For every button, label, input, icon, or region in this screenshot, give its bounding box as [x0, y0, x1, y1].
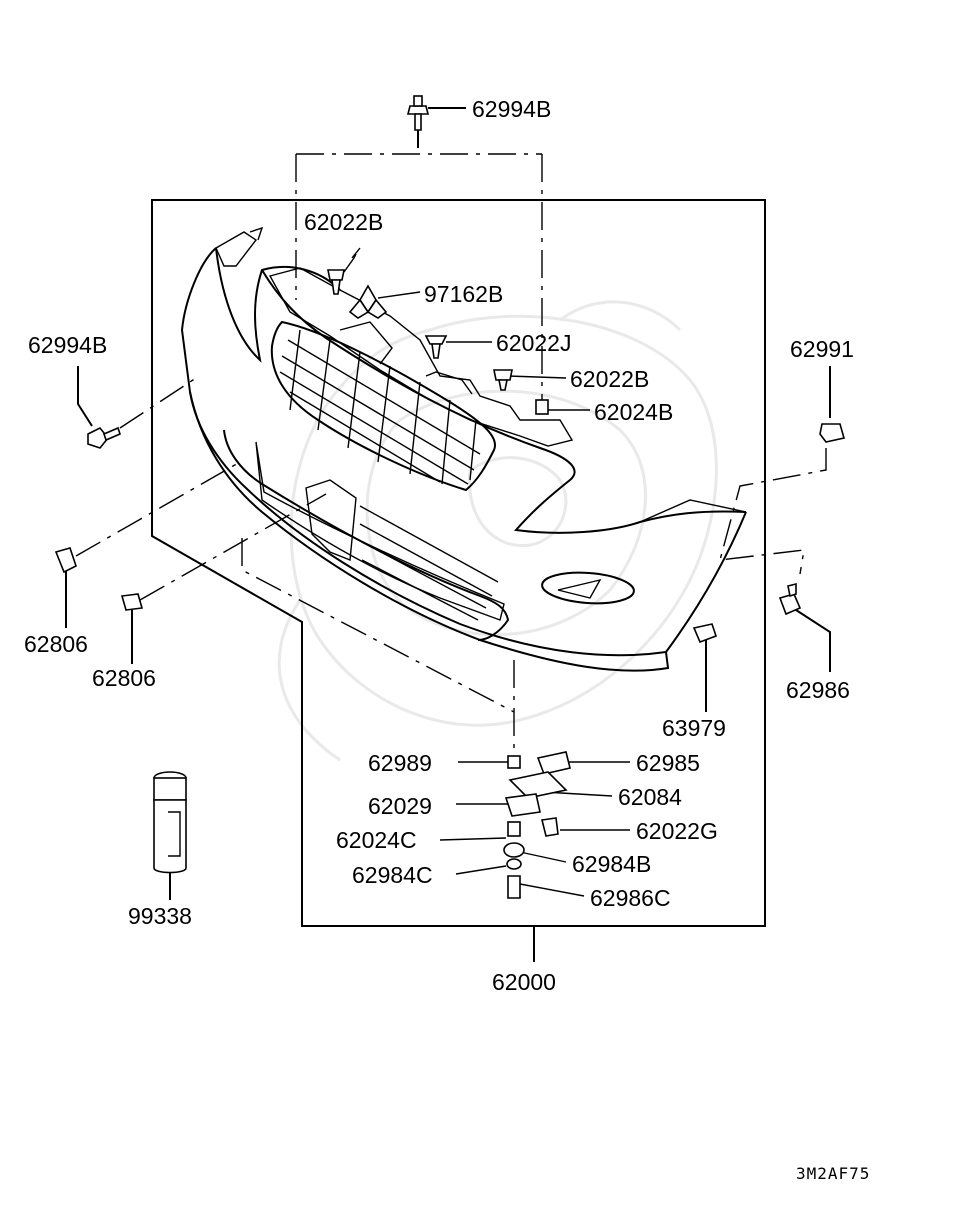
- label-63979: 63979: [662, 715, 726, 741]
- label-97162b: 97162B: [424, 281, 503, 307]
- screw-62986: [778, 582, 802, 616]
- label-62806-a: 62806: [24, 631, 88, 657]
- bumper-cover: [180, 226, 747, 672]
- clip-62022b-upper: [327, 269, 345, 295]
- label-62991: 62991: [790, 336, 854, 362]
- clip-62991: [819, 423, 846, 443]
- clip-62022j: [424, 335, 448, 359]
- retainer-62806-b: [120, 593, 144, 611]
- label-62024c: 62024C: [336, 827, 417, 853]
- drawing-code: 3M2AF75: [796, 1164, 870, 1183]
- label-62989: 62989: [368, 750, 432, 776]
- label-62984c: 62984C: [352, 862, 433, 888]
- label-62986: 62986: [786, 677, 850, 703]
- retainer-62806-a: [54, 547, 77, 574]
- grommet-63979: [692, 623, 718, 644]
- touchup-paint-bottle: [153, 771, 187, 900]
- label-62024b: 62024B: [594, 399, 673, 425]
- clip-62022b-right: [493, 369, 513, 391]
- label-62084: 62084: [618, 784, 682, 810]
- nut-62024b: [535, 399, 549, 415]
- lower-bracket-parts: [503, 751, 571, 899]
- label-62029: 62029: [368, 793, 432, 819]
- label-62985: 62985: [636, 750, 700, 776]
- bolt-62994b-left: [87, 426, 121, 449]
- mitsubishi-emblem: [348, 284, 388, 319]
- grille-mesh: [279, 329, 481, 485]
- label-62000: 62000: [492, 969, 556, 995]
- label-62994b-top: 62994B: [472, 96, 551, 122]
- label-62994b-left: 62994B: [28, 332, 107, 358]
- part-labels: 62994B 62022B 97162B 62022J 62022B 62024…: [24, 96, 854, 995]
- label-62022j: 62022J: [496, 330, 571, 356]
- label-62806-b: 62806: [92, 665, 156, 691]
- label-62022b-upper: 62022B: [304, 209, 383, 235]
- watermark-emblem: [277, 300, 718, 762]
- leader-lines: [65, 128, 831, 962]
- label-62986c: 62986C: [590, 885, 671, 911]
- bolt-62994b-top: [406, 95, 466, 131]
- label-99338: 99338: [128, 903, 192, 929]
- label-62984b: 62984B: [572, 851, 651, 877]
- label-62022g: 62022G: [636, 818, 718, 844]
- label-62022b-right: 62022B: [570, 366, 649, 392]
- assembly-boundary: [151, 199, 766, 927]
